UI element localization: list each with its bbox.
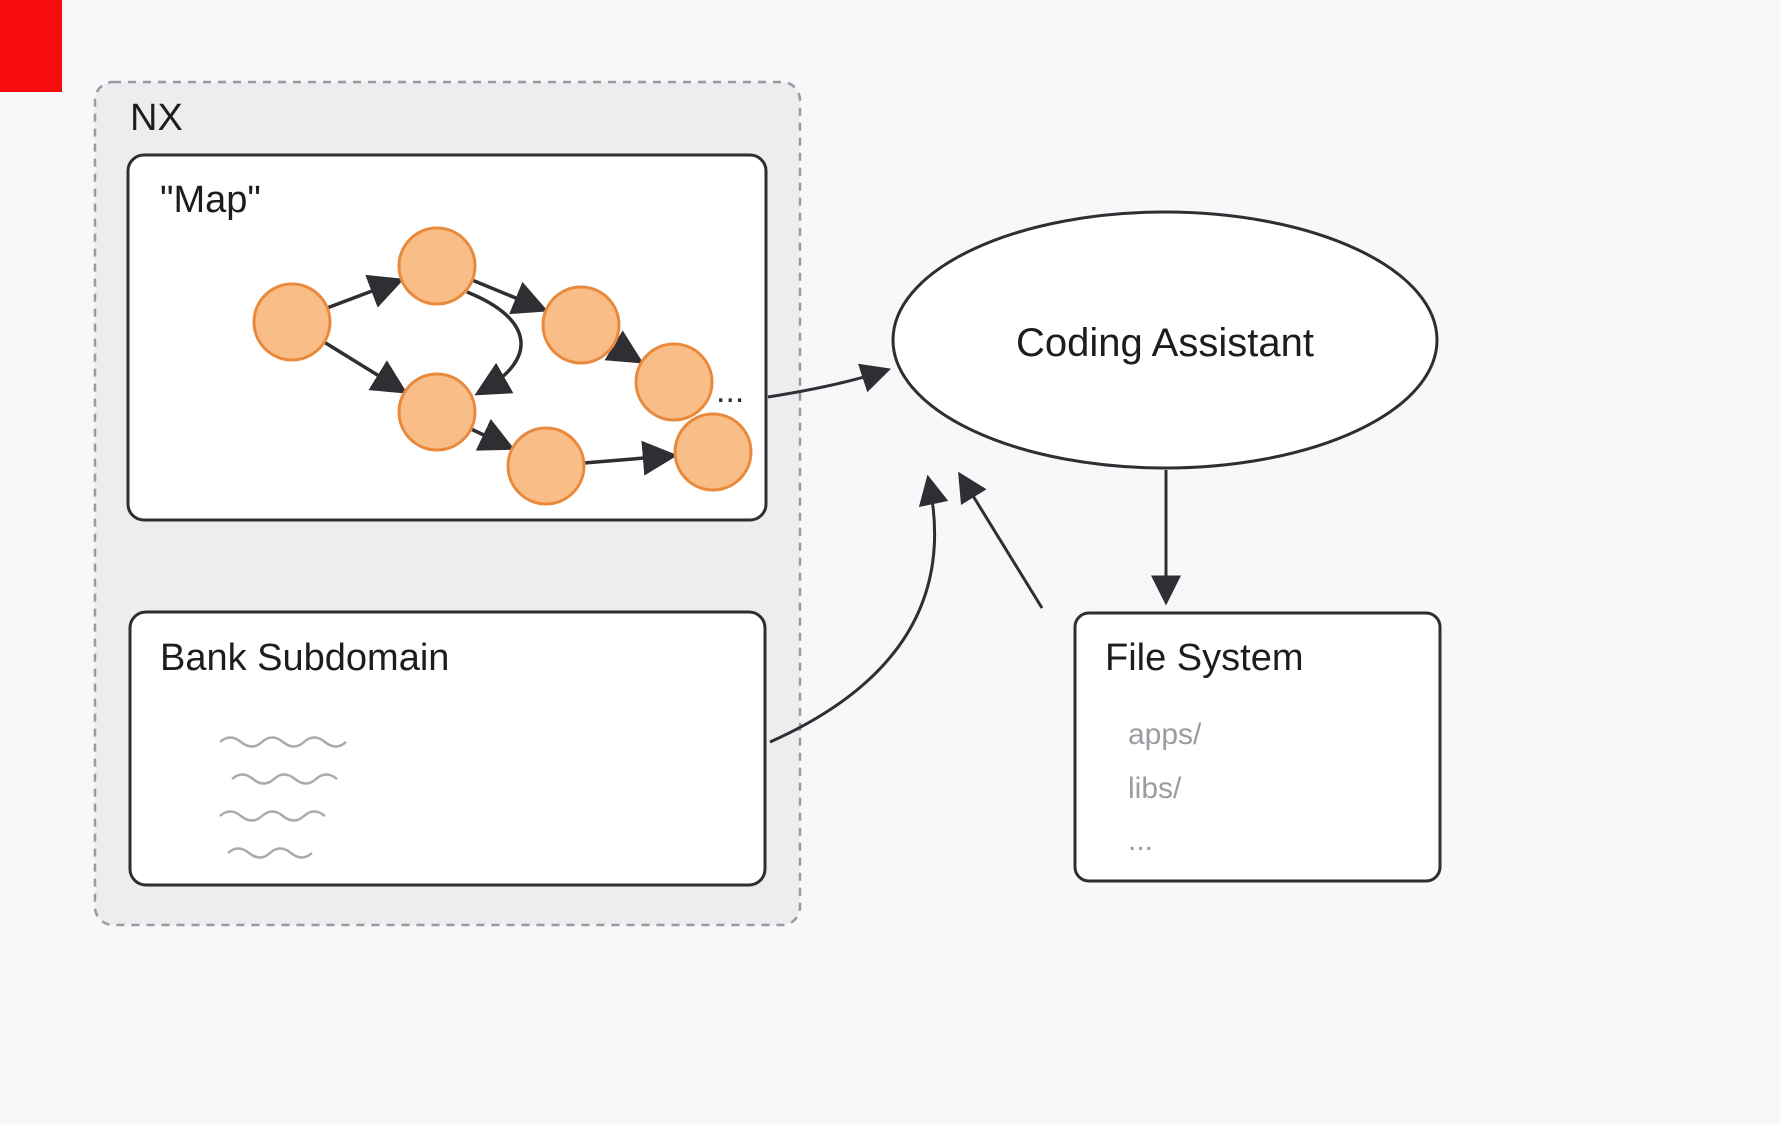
wavy-line: [227, 847, 313, 859]
wavy-line: [231, 773, 338, 785]
graph-edge: [466, 290, 523, 396]
connector-arrows: [767, 363, 1181, 744]
graph-edge: [604, 330, 644, 364]
graph-edge: [583, 440, 678, 476]
map-box: [126, 153, 768, 522]
red-marker: [0, 0, 62, 92]
graph-nodes: [252, 226, 753, 506]
wavy-lines: [219, 736, 347, 859]
graph-edge: [323, 340, 408, 394]
arrow-map-to-assistant: [767, 363, 892, 399]
graph-edge: [470, 418, 515, 451]
file-system-title: File System: [1105, 637, 1303, 679]
arrow-bank-to-assistant: [769, 474, 949, 744]
graph-node: [634, 342, 714, 422]
graph-node: [397, 372, 477, 452]
graph-node: [506, 426, 586, 506]
graph-node: [252, 282, 332, 362]
graph-node: [673, 412, 753, 492]
fs-item-libs: libs/: [1128, 772, 1182, 805]
graph-node: [397, 226, 477, 306]
graph-edge: [471, 278, 549, 315]
wavy-line: [219, 736, 347, 748]
map-ellipsis-label: ...: [716, 372, 744, 410]
nx-label: NX: [130, 97, 183, 139]
coding-assistant-label: Coding Assistant: [1016, 321, 1314, 365]
coding-assistant-ellipse: [891, 210, 1439, 470]
fs-item-ellipsis: ...: [1128, 824, 1153, 857]
bank-subdomain-label: Bank Subdomain: [160, 637, 449, 679]
file-system-box: [1073, 611, 1442, 883]
graph-edge: [326, 274, 405, 310]
wavy-line: [219, 810, 326, 822]
bank-subdomain-box: [128, 610, 767, 887]
arrow-filesystem-to-assistant: [958, 471, 1044, 609]
fs-item-apps: apps/: [1128, 718, 1202, 751]
map-label: "Map": [160, 179, 261, 221]
graph-node: [541, 285, 621, 365]
graph-edges: [323, 274, 678, 476]
